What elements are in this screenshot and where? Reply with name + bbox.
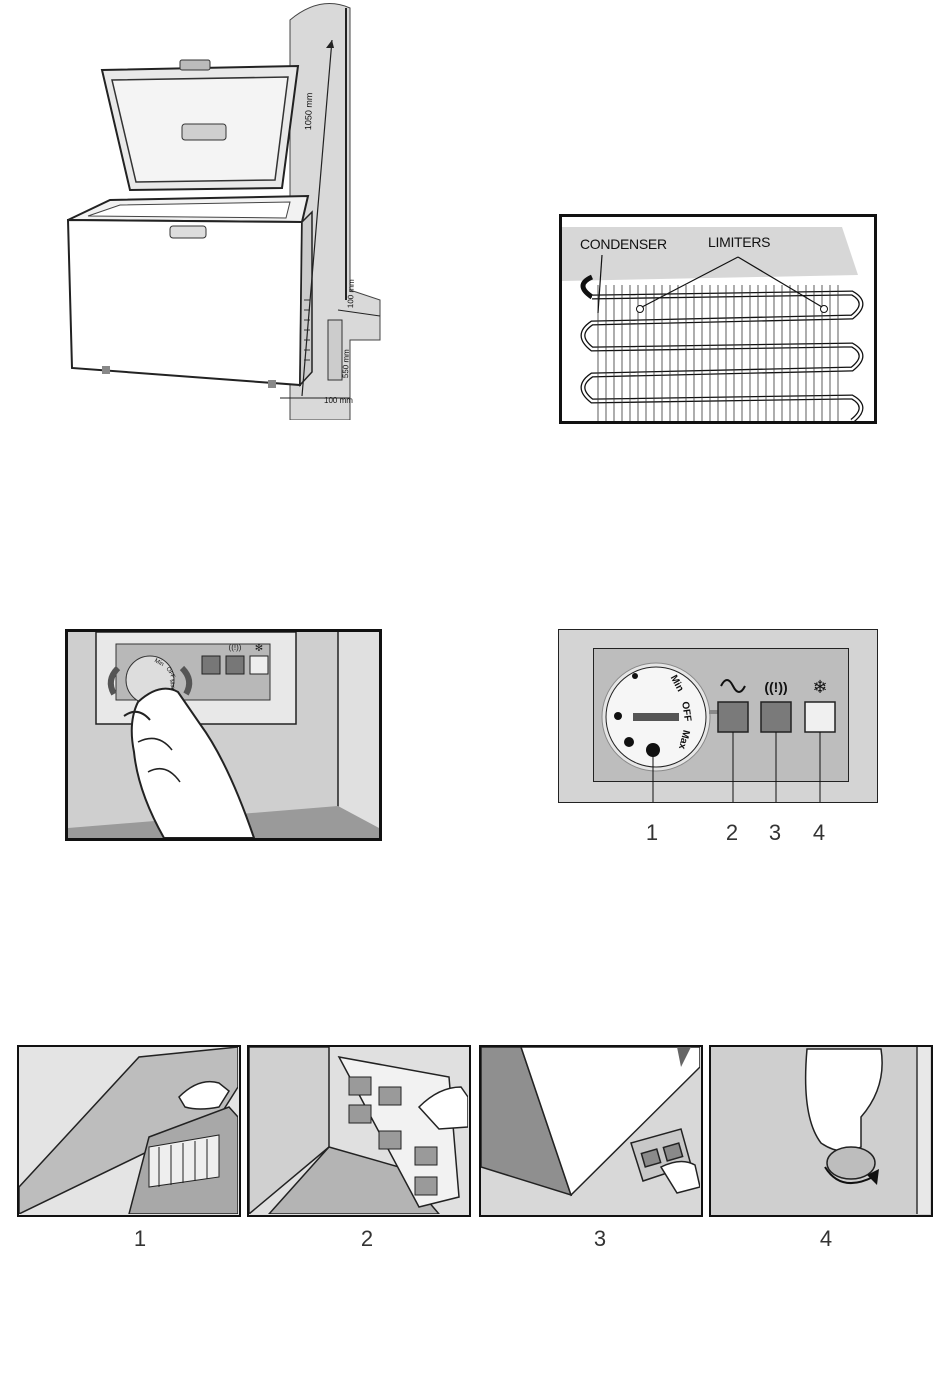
callout-4: 4	[799, 820, 839, 846]
alarm-icon: ((!))	[764, 679, 787, 695]
step-4-caption: 4	[806, 1226, 846, 1252]
bottom-gap-label: 100 mm	[324, 396, 353, 405]
alarm-indicator-light	[761, 702, 791, 732]
step-2-caption: 2	[347, 1226, 387, 1252]
power-indicator-light	[718, 702, 748, 732]
step-3-caption: 3	[580, 1226, 620, 1252]
snowflake-icon: ❄	[812, 677, 827, 697]
power-wave-icon	[721, 680, 745, 692]
hand-knob-drawing: ((!)) ✻	[68, 632, 379, 838]
top-clearance-label: 100 mm	[346, 279, 356, 308]
svg-text:((!)): ((!))	[229, 643, 242, 652]
hand-turning-knob-figure: ((!)) ✻	[65, 629, 382, 841]
svg-text:✻: ✻	[255, 643, 263, 654]
condenser-label: CONDENSER	[580, 236, 667, 252]
limiters-label: LIMITERS	[708, 234, 770, 250]
callout-1: 1	[632, 820, 672, 846]
freezer-cabinet	[68, 220, 302, 385]
fast-freeze-light	[805, 702, 835, 732]
step-1-panel	[17, 1045, 241, 1217]
step-3-panel	[479, 1045, 703, 1217]
side-height-label: 550 mm	[341, 349, 351, 378]
step-1-caption: 1	[120, 1226, 160, 1252]
height-dimension-label: 1050 mm	[303, 92, 314, 130]
callout-2: 2	[712, 820, 752, 846]
callout-3: 3	[755, 820, 795, 846]
step-4-panel	[709, 1045, 933, 1217]
step-2-panel	[247, 1045, 471, 1217]
chest-freezer-illustration	[50, 0, 390, 420]
control-panel-figure: ((!)) ❄	[558, 629, 878, 803]
